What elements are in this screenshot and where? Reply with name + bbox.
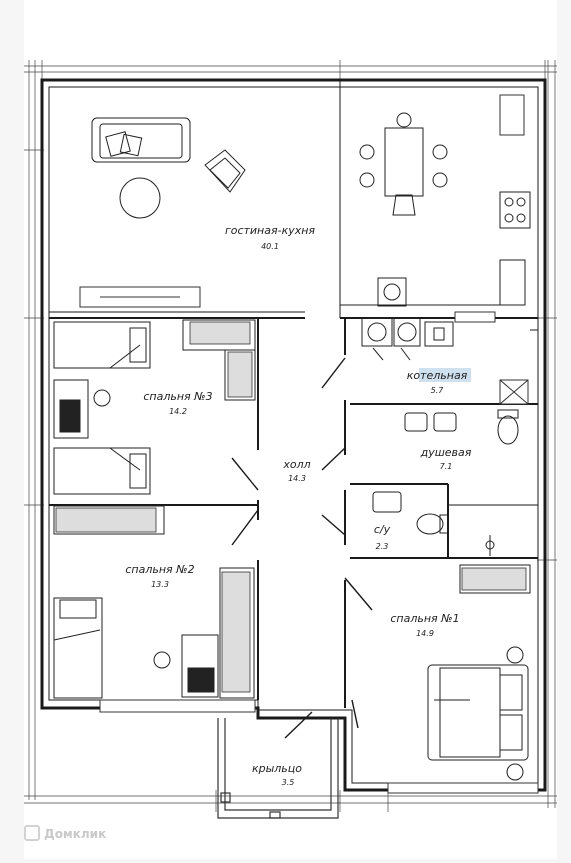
area-bedroom3: 14.2 bbox=[169, 407, 187, 416]
bedroom1-furniture bbox=[427, 564, 531, 781]
area-shower: 7.1 bbox=[440, 462, 453, 471]
brand-logo-icon bbox=[24, 825, 40, 841]
watermark-text: Домклик bbox=[44, 827, 107, 841]
label-hall: холл bbox=[282, 458, 310, 471]
bathroom-fixtures bbox=[361, 317, 519, 556]
area-bedroom1: 14.9 bbox=[416, 629, 434, 638]
label-porch: крыльцо bbox=[252, 762, 302, 775]
door-swings bbox=[231, 357, 373, 739]
area-hall: 14.3 bbox=[288, 474, 306, 483]
label-shower: душевая bbox=[420, 446, 472, 459]
interior-walls bbox=[49, 80, 538, 708]
paper-sheet bbox=[24, 0, 557, 859]
area-wc: 2.3 bbox=[376, 542, 389, 551]
label-wc: с/у bbox=[374, 523, 391, 536]
label-bedroom2: спальня №2 bbox=[125, 563, 194, 576]
bedroom3-furniture bbox=[53, 319, 256, 535]
label-boiler: котельная bbox=[407, 369, 468, 382]
label-bedroom1: спальня №1 bbox=[390, 612, 459, 625]
boiler-label-highlight bbox=[419, 368, 471, 382]
label-living-kitchen: гостиная-кухня bbox=[225, 224, 315, 237]
windows bbox=[79, 94, 539, 794]
area-bedroom2: 13.3 bbox=[151, 580, 169, 589]
room-labels: гостиная-кухня 40.1 котельная 5.7 душева… bbox=[125, 224, 471, 787]
area-porch: 3.5 bbox=[282, 778, 295, 787]
living-furniture bbox=[91, 112, 531, 307]
area-living-kitchen: 40.1 bbox=[261, 242, 279, 251]
area-boiler: 5.7 bbox=[431, 386, 445, 395]
porch-outline bbox=[217, 718, 339, 819]
label-bedroom3: спальня №3 bbox=[143, 390, 212, 403]
watermark: Домклик bbox=[24, 825, 106, 841]
wardrobe-hatching bbox=[55, 321, 527, 693]
bedroom2-furniture bbox=[53, 567, 255, 699]
dimension-lines bbox=[24, 60, 557, 812]
